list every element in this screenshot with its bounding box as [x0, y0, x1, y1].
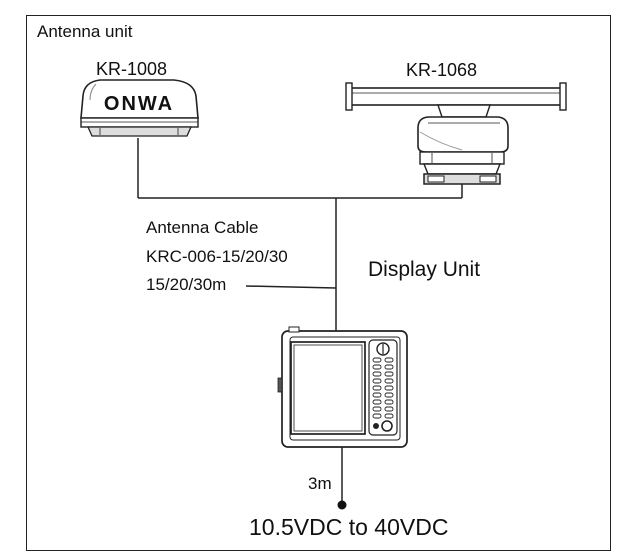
radome-brand-logo: ONWA	[104, 93, 174, 115]
cable-leader-line	[245, 285, 337, 289]
connection-lines	[137, 138, 463, 503]
display-unit-icon	[277, 326, 408, 448]
power-cable-length-label: 3m	[308, 474, 332, 493]
open-array-antenna-model-label: KR-1068	[406, 60, 478, 80]
power-spec-label: 10.5VDC to 40VDC	[249, 514, 449, 540]
antenna-cable-title-label: Antenna Cable	[146, 218, 259, 237]
open-array-antenna-icon	[345, 82, 567, 185]
antenna-cable-model-label: KRC-006-15/20/30	[146, 247, 288, 266]
power-connector-dot	[337, 500, 347, 510]
radome-antenna-model-label: KR-1008	[96, 59, 168, 79]
antenna-cable-length-label: 15/20/30m	[146, 275, 227, 294]
antenna-unit-label: Antenna unit	[37, 22, 133, 41]
radome-antenna-icon	[80, 79, 199, 137]
display-unit-label: Display Unit	[368, 258, 481, 281]
